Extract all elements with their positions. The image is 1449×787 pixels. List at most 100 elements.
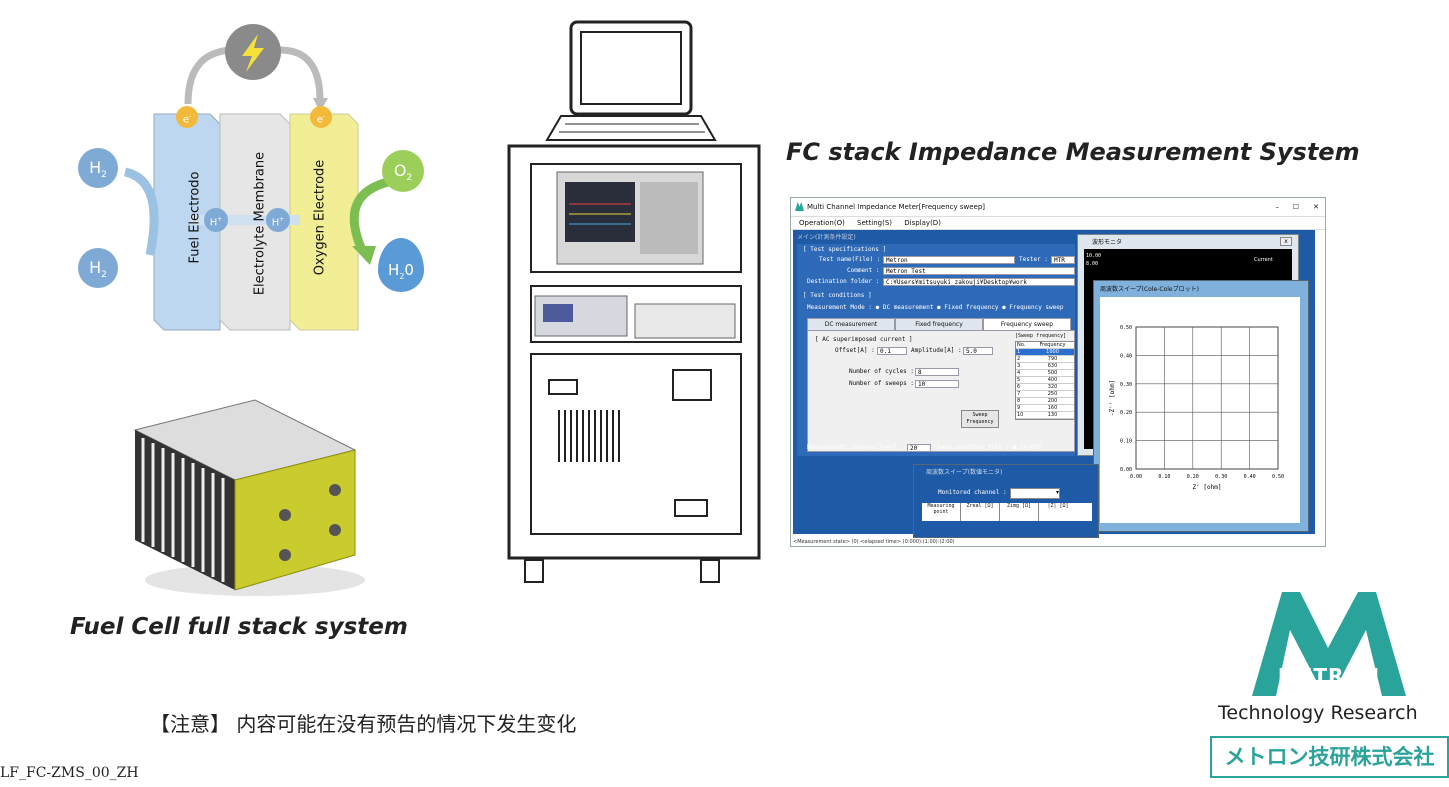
waveform-ytick-top: 10.00 (1086, 253, 1102, 259)
oxygen-electrode-bar (289, 113, 359, 331)
cycles-select[interactable]: 8 (915, 368, 959, 376)
wheel-left (524, 559, 544, 583)
sweep-cell-frequency: 790 (1047, 356, 1058, 362)
bolt-3 (279, 549, 291, 561)
scope-controls (640, 182, 698, 254)
interval-input[interactable]: 20 (907, 444, 931, 452)
x-tick-label: 0.20 (1187, 474, 1199, 480)
sweep-cell-no: 4 (1017, 370, 1021, 376)
menu-operation[interactable]: Operation(O) (799, 219, 845, 227)
cole-cole-title: 周波数スイープ(Cole-Coleプロット) (1100, 286, 1199, 293)
test-name-label: Test name(File) : (819, 256, 881, 263)
o2-arrowhead (352, 246, 376, 265)
equipment-rack (505, 18, 765, 588)
stack-fins (141, 438, 225, 582)
monitored-channel-label: Monitored channel : (938, 489, 1007, 496)
app-icon (795, 202, 804, 211)
fuel-cell-svg (123, 24, 390, 331)
electron-path-right (279, 46, 324, 101)
window-title: Multi Channel Impedance Meter[Frequency … (807, 203, 986, 211)
sweep-cell-frequency: 160 (1047, 405, 1058, 411)
metron-logo: METRON Technology Research メトロン技研株式会社 (1210, 590, 1449, 787)
logo-name: METRON (1277, 664, 1381, 688)
minimize-button[interactable]: – (1275, 203, 1280, 211)
stack-side (135, 430, 235, 590)
system-caption: FC stack Impedance Measurement System (786, 138, 1360, 166)
y-axis-label: -Z'' [ohm] (1109, 380, 1116, 416)
fg-screen (543, 304, 573, 322)
x-axis-label: Z' [ohm] (1193, 484, 1222, 491)
fc-stack-svg (133, 399, 365, 596)
sweep-cell-frequency: 250 (1047, 391, 1058, 397)
tester-input[interactable]: MTR (1051, 256, 1075, 264)
sweep-table-row[interactable]: 4 500 (1016, 370, 1074, 377)
membrane-label: Electrolyte Membrane (252, 151, 268, 296)
panel-window (672, 369, 712, 401)
amplitude-input[interactable]: 5.0 (963, 347, 993, 355)
proton-right: H+ (266, 208, 290, 232)
monitor-screen (580, 31, 682, 105)
y-tick-label: 0.10 (1120, 439, 1132, 445)
comment-input[interactable]: Metron Test (883, 267, 1075, 275)
x-tick-label: 0.30 (1215, 474, 1227, 480)
window-title-bar[interactable]: Multi Channel Impedance Meter[Frequency … (791, 198, 1325, 217)
offset-input[interactable]: 0.1 (877, 347, 907, 355)
y-tick-label: 0.50 (1120, 325, 1132, 331)
x-tick-label: 0.50 (1272, 474, 1284, 480)
app-window[interactable]: Multi Channel Impedance Meter[Frequency … (790, 197, 1326, 547)
sweep-cell-frequency: 630 (1047, 363, 1058, 369)
col-zreal: Zreal [Ω] (961, 503, 1000, 521)
col-zabs: |Z| [Ω] (1047, 503, 1069, 509)
sweep-cell-frequency: Frequency (1039, 342, 1066, 348)
interval-label: Measurement interval[sec] : (807, 444, 905, 451)
cycles-label: Number of cycles : (849, 368, 915, 375)
close-window-button[interactable]: ✕ (1313, 203, 1319, 211)
tester-label: Tester : (1019, 256, 1048, 263)
y-tick-label: 0.30 (1120, 382, 1132, 388)
vent-grille (558, 410, 620, 462)
sweep-frequency-button[interactable]: Sweep Frequency (961, 410, 999, 428)
h2o-drop: H20 (378, 238, 424, 292)
amplitude-label: Amplitude[A] : (911, 347, 962, 354)
h2-in-ball: H2 (78, 148, 118, 188)
waveform-ytick-2: 8.00 (1086, 261, 1099, 267)
comment-label: Comment : (847, 267, 880, 274)
sweep-cell-no: 5 (1017, 377, 1021, 383)
dest-input[interactable]: C:¥Users¥mitsuyuki_zakouji¥Desktop¥work (883, 278, 1075, 286)
sweep-cell-no: 2 (1017, 356, 1021, 362)
mode-radio-group[interactable]: Measurement Mode : ● DC measurement ● Fi… (807, 304, 1064, 311)
logo-mark-icon (1252, 592, 1406, 696)
save-waveform-toggle[interactable]: Save waveform file : ■ On/Off (937, 444, 1042, 451)
waveform-title: 波形モニタ (1092, 239, 1123, 246)
panel-header: メイン(計測条件設定) (797, 234, 856, 241)
logo-japanese-box: メトロン技研株式会社 (1210, 736, 1449, 778)
x-tick-label: 0.40 (1244, 474, 1256, 480)
monitored-channel-select[interactable]: ▾ (1010, 488, 1060, 499)
col-measuring-point: Measuring point (922, 503, 961, 521)
sweeps-input[interactable]: 10 (915, 380, 959, 388)
col-zimg: Zimg [Ω] (1000, 503, 1039, 521)
test-name-input[interactable]: Metron (883, 256, 1015, 264)
waveform-close-button[interactable]: x (1280, 237, 1292, 246)
scope-screen (565, 182, 635, 242)
numeric-monitor-window[interactable]: 周波数スイープ(数値モニタ) Monitored channel : ▾ Mea… (913, 464, 1099, 538)
electron-arrow (313, 98, 328, 112)
menu-display[interactable]: Display(D) (904, 219, 941, 227)
maximize-button[interactable]: ☐ (1292, 203, 1299, 211)
sweep-cell-frequency: 320 (1047, 384, 1058, 390)
sweep-cell-frequency: 500 (1047, 370, 1058, 376)
h2-flow-arrow (123, 167, 159, 256)
menu-setting[interactable]: Setting(S) (857, 219, 893, 227)
stack-end-plate (234, 449, 356, 591)
sweep-table-row[interactable]: 2 790 (1016, 356, 1074, 363)
